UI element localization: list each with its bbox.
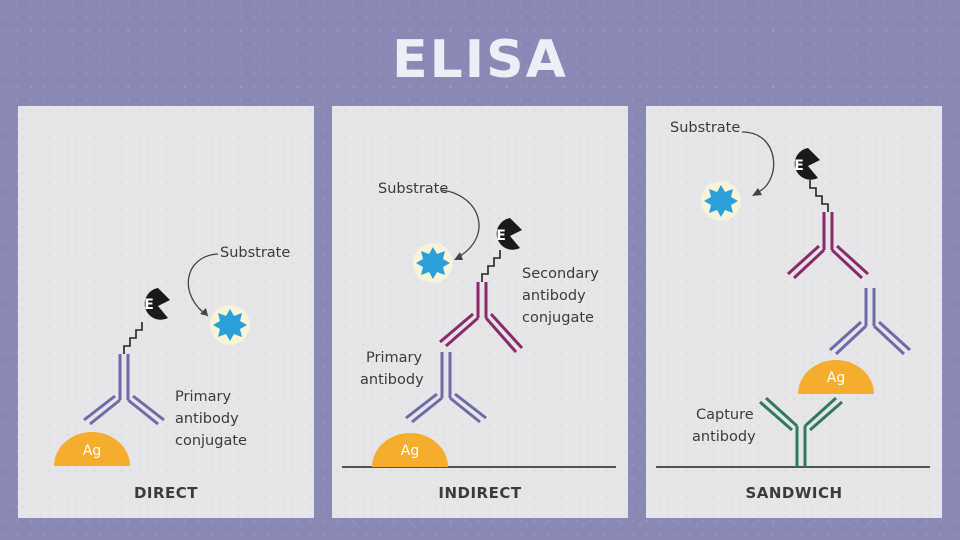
capture-antibody [759,396,843,467]
arrow-head-icon [752,188,762,196]
panel-indirect: Ag E Substrate Secondary antibody conjug… [332,106,628,518]
label-secondary-2: antibody [522,288,586,304]
label-secondary-1: Secondary [522,266,599,282]
page-title: ELISA [392,30,568,90]
enzyme-label: E [496,228,506,244]
antigen-shape [798,360,874,394]
antigen-label: Ag [401,443,419,459]
label-substrate: Substrate [378,181,449,197]
antigen-label: Ag [83,443,101,459]
substrate-arrow [187,253,219,317]
indirect-diagram: Ag E [342,189,616,468]
label-substrate: Substrate [670,120,741,136]
sandwich-diagram: Ag E [656,131,930,468]
substrate-icon [416,247,450,279]
enzyme-icon [794,148,820,180]
enzyme-icon [144,288,170,320]
panel-footer-sandwich: SANDWICH [745,484,843,502]
substrate-arrow [741,131,775,193]
label-capture-2: antibody [692,429,756,445]
enzyme-label: E [794,158,804,174]
antigen-shape [372,433,448,467]
label-primary-2: antibody [360,372,424,388]
label-primary-3: conjugate [175,433,247,449]
antigen-shape [54,432,130,466]
substrate-icon [704,185,738,217]
substrate-icon [213,309,247,341]
panel-footer-direct: DIRECT [133,484,199,502]
primary-antibody [83,354,165,426]
panel-sandwich: Ag E Substrate Capture antibody SANDWICH [646,106,942,518]
antigen-label: Ag [827,370,845,386]
primary-antibody [405,352,487,424]
label-primary-1: Primary [175,389,232,405]
label-substrate: Substrate [220,245,291,261]
enzyme-icon [496,218,522,250]
primary-antibody [828,288,912,356]
label-capture-1: Capture [696,407,754,423]
linker [123,322,143,354]
secondary-antibody [439,282,524,353]
arrow-head-icon [454,252,463,260]
enzyme-label: E [144,297,154,313]
panel-direct: Ag E Substrate Primary antibody conjugat… [18,106,314,518]
linker [809,180,829,212]
linker [481,250,501,282]
secondary-antibody [786,212,870,280]
direct-diagram: Ag E [54,253,250,466]
substrate-arrow [441,189,480,257]
panel-footer-indirect: INDIRECT [438,484,522,502]
label-primary-2: antibody [175,411,239,427]
arrow-head-icon [200,308,208,316]
label-secondary-3: conjugate [522,310,594,326]
label-primary-1: Primary [366,350,423,366]
